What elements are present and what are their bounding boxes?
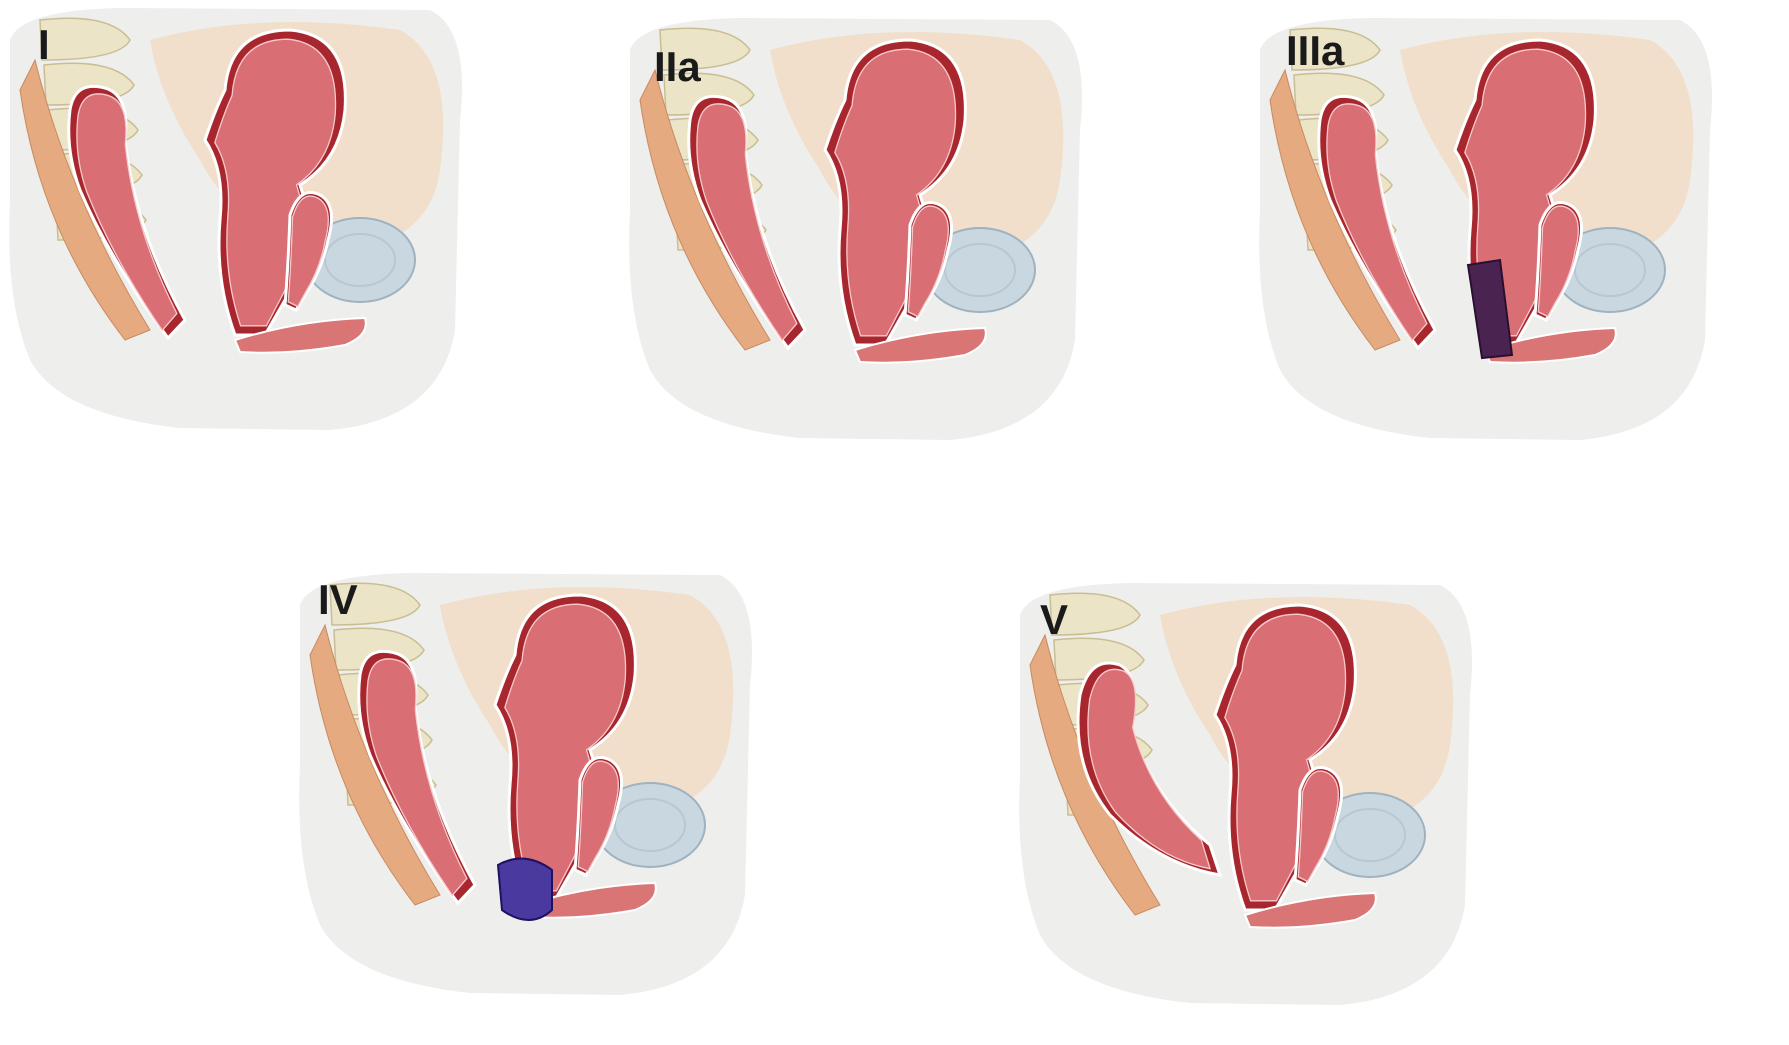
panel-iiia: IIIa <box>1250 10 1770 480</box>
panel-label-i: I <box>38 24 50 66</box>
panel-label-iia: IIa <box>654 46 701 88</box>
panel-v: V <box>1010 575 1530 1035</box>
panel-iia: IIa <box>620 10 1140 480</box>
panel-i: I <box>0 0 520 470</box>
panel-label-iv: IV <box>318 579 358 621</box>
illustration-v <box>1010 575 1530 1035</box>
illustration-iv <box>290 565 810 1035</box>
panel-iv: IV <box>290 565 810 1035</box>
transverse-septum <box>498 859 552 920</box>
illustration-i <box>0 0 520 470</box>
panel-label-v: V <box>1040 599 1068 641</box>
illustration-iiia <box>1250 10 1770 480</box>
panel-label-iiia: IIIa <box>1286 30 1344 72</box>
